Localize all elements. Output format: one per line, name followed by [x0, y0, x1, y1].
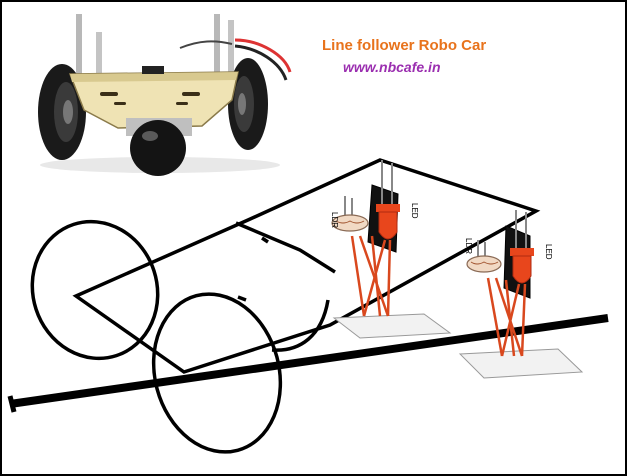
rear-led-label: LED: [544, 244, 553, 260]
front-sensor-assembly: [331, 160, 452, 339]
website-link-text: www.nbcafe.in: [343, 59, 441, 75]
rear-sensor-assembly: [458, 210, 584, 379]
front-ldr-label: LDR: [330, 212, 339, 228]
front-led-label: LED: [410, 203, 419, 219]
diagram-title: Line follower Robo Car: [322, 37, 487, 54]
robot-car-photo: [28, 8, 296, 176]
rear-ldr-label: LDR: [464, 238, 473, 254]
car-wireframe-sketch: [7, 158, 609, 454]
